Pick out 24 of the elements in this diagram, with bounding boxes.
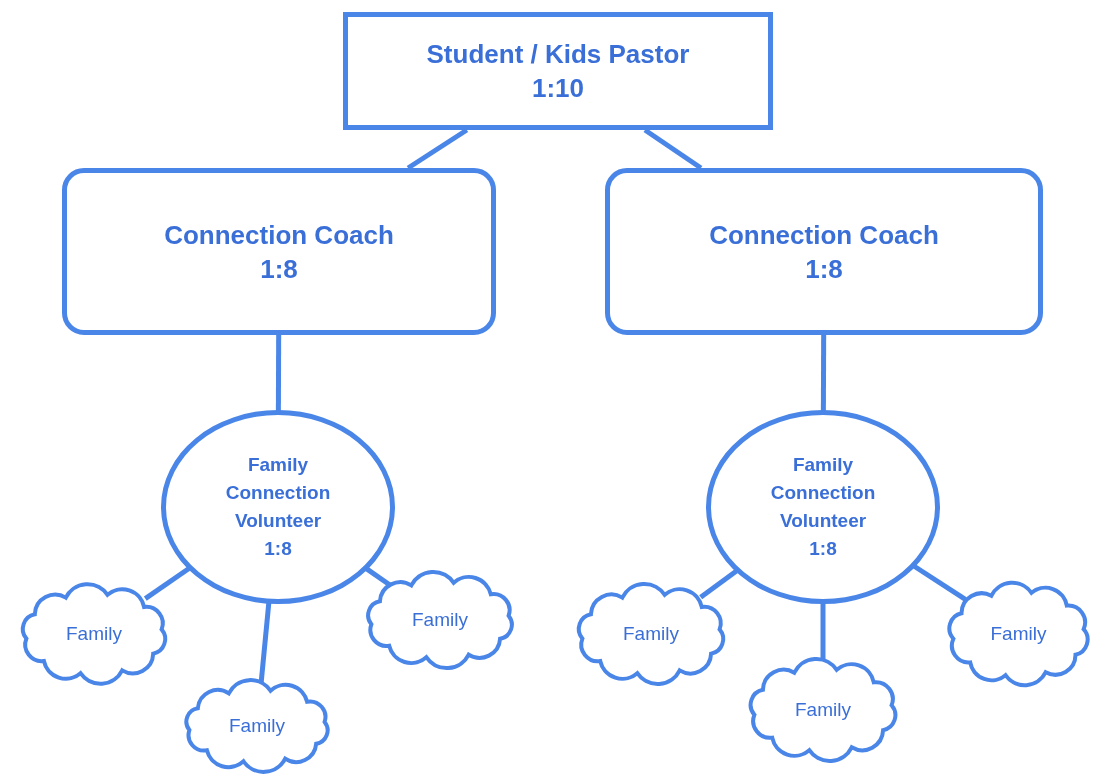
family-label: Family xyxy=(412,609,468,631)
family-label: Family xyxy=(795,699,851,721)
ratio-label: 1:8 xyxy=(264,537,292,561)
role-box xyxy=(605,168,1043,335)
connector-line xyxy=(275,335,282,411)
role-title: Family Connection Volunteer xyxy=(224,453,332,533)
ratio-label: 1:8 xyxy=(260,252,298,286)
family-label: Family xyxy=(623,623,679,645)
family-label: Family xyxy=(229,715,285,737)
ratio-label: 1:10 xyxy=(531,72,584,105)
connector-line xyxy=(820,603,826,661)
ratio-label: 1:8 xyxy=(805,252,843,286)
role-title: Family Connection Volunteer xyxy=(769,453,877,533)
role-box xyxy=(62,168,496,335)
ratio-label: 1:8 xyxy=(809,537,837,561)
role-box xyxy=(343,12,773,130)
family-label: Family xyxy=(66,623,122,645)
connector-line xyxy=(820,335,827,411)
role-title: Student / Kids Pastor xyxy=(426,38,690,71)
connector-line xyxy=(258,602,272,683)
role-title: Connection Coach xyxy=(164,218,394,252)
role-title: Connection Coach xyxy=(709,218,939,252)
connector-line xyxy=(365,566,392,588)
family-label: Family xyxy=(990,623,1047,645)
